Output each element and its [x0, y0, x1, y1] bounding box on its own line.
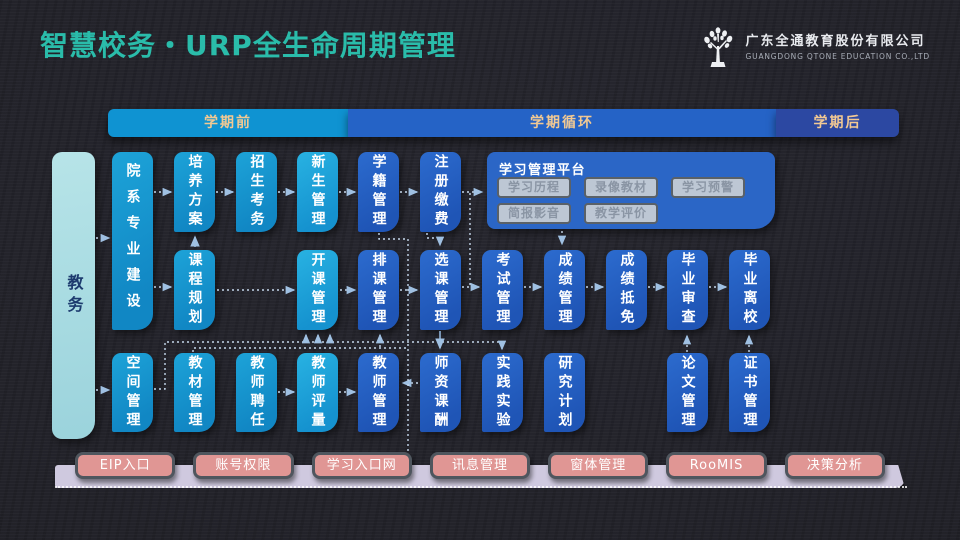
footer-button-message-mgmt: 讯息管理 — [429, 452, 531, 479]
module-label: 实践实验 — [494, 354, 511, 431]
module-curriculum-planning: 课程规划 — [174, 250, 215, 330]
module-thesis-mgmt: 论文管理 — [667, 353, 708, 432]
tree-icon — [703, 27, 732, 67]
module-label: 课程规划 — [186, 252, 203, 328]
module-label: 研究计划 — [556, 354, 573, 431]
lms-panel-title: 学习管理平台 — [499, 163, 587, 178]
module-graduation-leave: 毕业离校 — [729, 250, 770, 330]
module-label: 开课管理 — [309, 252, 326, 328]
module-faculty-pay: 师资课酬 — [420, 353, 461, 432]
module-course-selection: 选课管理 — [420, 250, 461, 330]
module-graduation-review: 毕业审查 — [667, 250, 708, 330]
module-registration-payment: 注册缴费 — [420, 152, 461, 232]
module-label: 毕业审查 — [679, 252, 696, 328]
footer-button-form-mgmt: 窗体管理 — [548, 452, 649, 479]
module-student-status: 学籍管理 — [358, 152, 399, 232]
module-label: 学籍管理 — [370, 154, 387, 230]
academic-affairs-bar: 教务 — [52, 152, 95, 439]
module-practice-experiment: 实践实验 — [482, 353, 523, 432]
module-label: 证书管理 — [741, 354, 758, 431]
module-label: 毕业离校 — [741, 252, 758, 328]
module-label: 成绩管理 — [556, 252, 573, 328]
phase-bar-pre-semester: 学期前 — [108, 109, 348, 137]
lms-chip-video-material: 录像教材 — [584, 177, 659, 198]
module-label: 招生考务 — [248, 154, 265, 230]
footer-button-learning-portal: 学习入口网 — [311, 452, 412, 479]
lms-chip-learning-warning: 学习预警 — [671, 177, 746, 198]
module-course-offering: 开课管理 — [297, 250, 338, 330]
footer-button-decision-analysis: 决策分析 — [784, 452, 885, 479]
module-label: 院系专业建设 — [124, 163, 141, 319]
module-label: 培养方案 — [186, 154, 203, 230]
module-training-program: 培养方案 — [174, 152, 215, 232]
module-grade-mgmt: 成绩管理 — [544, 250, 585, 330]
company-logo: 广东全通教育股份有限公司 GUANGDONG QTONE EDUCATION C… — [699, 26, 930, 70]
module-certificate-mgmt: 证书管理 — [729, 353, 770, 432]
module-label: 新生管理 — [309, 154, 326, 230]
page-title: 智慧校务・URP全生命周期管理 — [40, 29, 456, 62]
module-credit-exemption: 成绩抵免 — [606, 250, 647, 330]
lms-chip-learning-history: 学习历程 — [497, 177, 572, 198]
module-label: 教师管理 — [370, 354, 387, 431]
module-label: 选课管理 — [432, 252, 449, 328]
module-textbook-mgmt: 教材管理 — [174, 353, 215, 432]
module-label: 论文管理 — [679, 354, 696, 431]
footer-button-eip-portal: EIP入口 — [75, 452, 176, 479]
lms-chip-teaching-evaluation: 教学评价 — [584, 203, 659, 224]
module-label: 教材管理 — [186, 354, 203, 431]
module-label: 师资课酬 — [432, 354, 449, 431]
phase-bar-post-semester: 学期后 — [776, 109, 899, 137]
lms-chip-presentation-media: 简报影音 — [497, 203, 572, 224]
footer-button-bar: EIP入口 账号权限 学习入口网 讯息管理 窗体管理 RooMIS 决策分析 — [75, 452, 885, 479]
module-teacher-evaluation: 教师评量 — [297, 353, 338, 432]
module-label: 排课管理 — [370, 252, 387, 328]
footer-platform-dotted-line — [55, 486, 907, 488]
module-exam-mgmt: 考试管理 — [482, 250, 523, 330]
footer-button-roomis: RooMIS — [666, 452, 767, 479]
module-label: 成绩抵免 — [618, 252, 635, 328]
academic-affairs-label: 教务 — [64, 273, 84, 318]
module-label: 教师评量 — [309, 354, 326, 431]
lms-chip-row-1: 学习历程 录像教材 学习预警 — [497, 177, 746, 198]
company-name-cn: 广东全通教育股份有限公司 — [745, 34, 926, 50]
module-space-mgmt: 空间管理 — [112, 353, 153, 432]
module-label: 空间管理 — [124, 354, 141, 431]
module-label: 教师聘任 — [248, 354, 265, 431]
module-timetabling: 排课管理 — [358, 250, 399, 330]
module-label: 注册缴费 — [432, 154, 449, 230]
lms-chip-row-2: 简报影音 教学评价 — [497, 203, 659, 224]
module-label: 考试管理 — [494, 252, 511, 328]
module-research-plan: 研究计划 — [544, 353, 585, 432]
module-admission-exam: 招生考务 — [236, 152, 277, 232]
module-teacher-mgmt: 教师管理 — [358, 353, 399, 432]
module-faculty-major-construction: 院系专业建设 — [112, 152, 153, 330]
phase-bar-semester-cycle: 学期循环 — [348, 109, 776, 137]
module-teacher-recruitment: 教师聘任 — [236, 353, 277, 432]
company-name-en: GUANGDONG QTONE EDUCATION CO.,LTD — [745, 52, 930, 62]
module-freshman-mgmt: 新生管理 — [297, 152, 338, 232]
footer-button-account-rights: 账号权限 — [193, 452, 294, 479]
lms-panel: 学习管理平台 学习历程 录像教材 学习预警 简报影音 教学评价 — [487, 152, 775, 229]
